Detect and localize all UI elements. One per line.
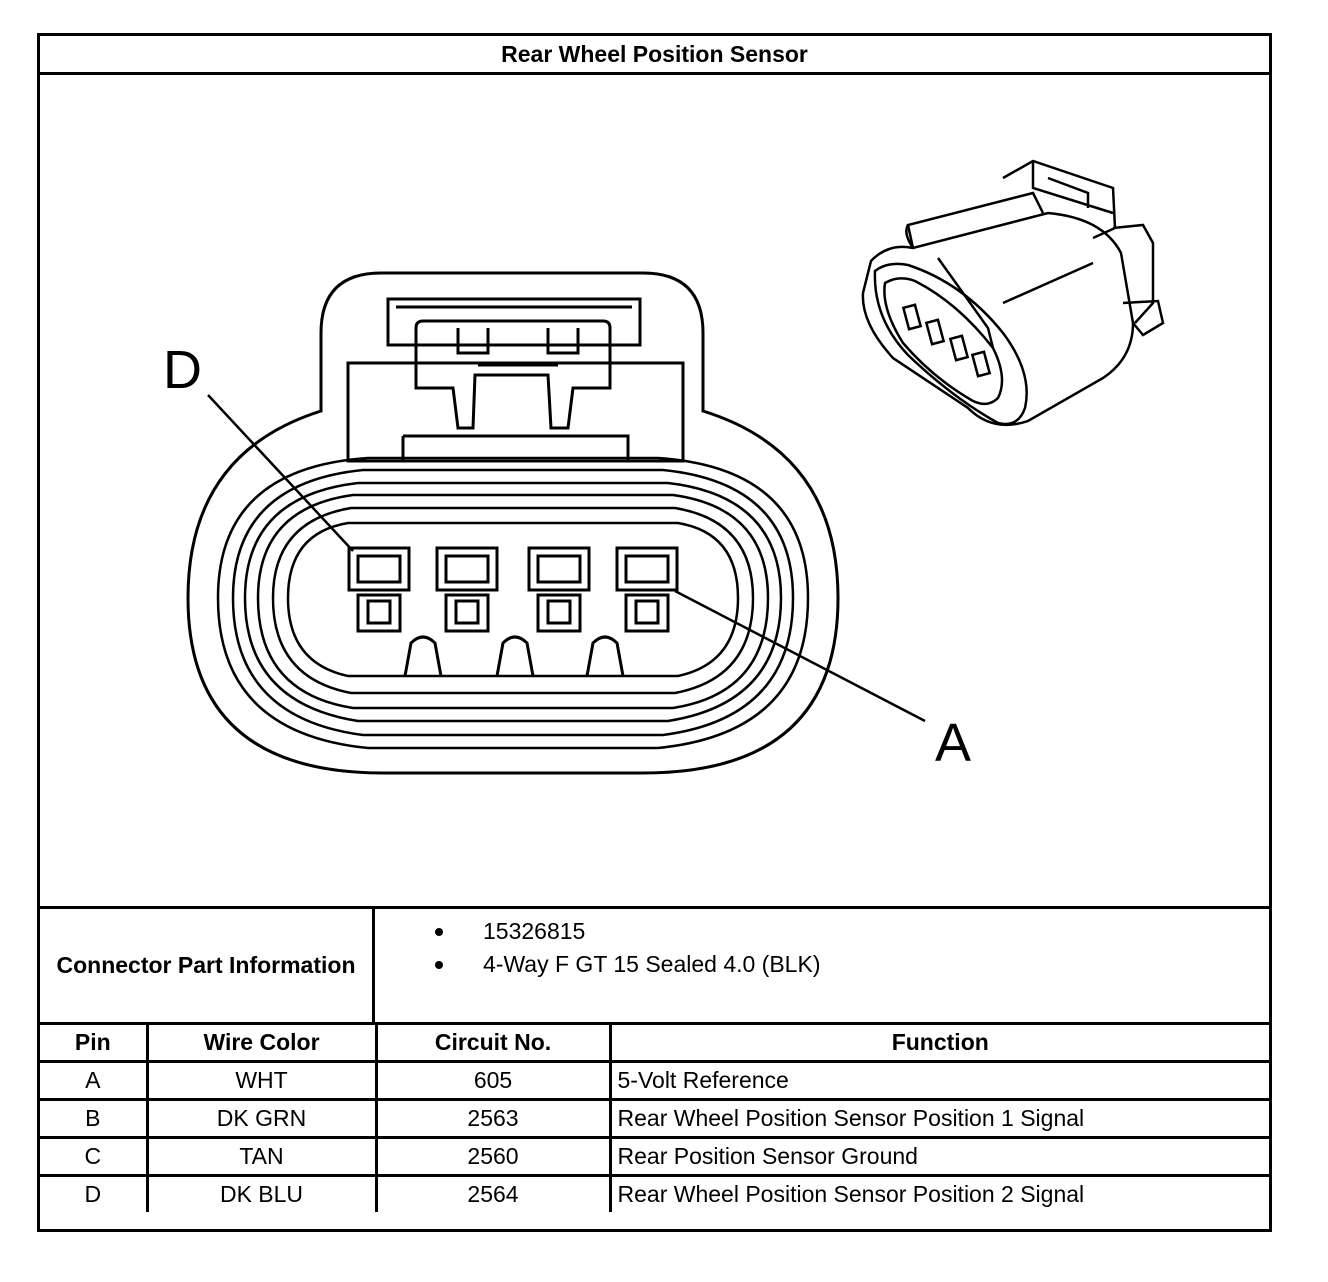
cell-pin: C [40, 1136, 149, 1177]
table-row: A WHT 605 5-Volt Reference [40, 1060, 1269, 1101]
cell-function: Rear Wheel Position Sensor Position 1 Si… [608, 1098, 1269, 1139]
housing-outline [186, 271, 840, 775]
cell-wire-color: DK BLU [145, 1174, 378, 1212]
connector-part-info-label: Connector Part Information [40, 909, 375, 1022]
pin-cavity-c [435, 546, 499, 633]
key-3 [585, 635, 625, 677]
connector-description: 4-Way F GT 15 Sealed 4.0 (BLK) [483, 951, 821, 977]
connector-part-info-list: 15326815 4-Way F GT 15 Sealed 4.0 (BLK) [375, 909, 1269, 1022]
pin-table: Pin Wire Color Circuit No. Function A WH… [40, 1025, 1269, 1212]
cell-wire-color: DK GRN [145, 1098, 378, 1139]
bullet-icon [435, 961, 443, 969]
table-row: B DK GRN 2563 Rear Wheel Position Sensor… [40, 1098, 1269, 1139]
connector-3d-illustration [861, 159, 1165, 427]
table-row: D DK BLU 2564 Rear Wheel Position Sensor… [40, 1174, 1269, 1212]
cell-pin: B [40, 1098, 149, 1139]
cell-circuit-no: 2563 [374, 1098, 612, 1139]
part-number: 15326815 [483, 918, 586, 944]
cell-function: Rear Wheel Position Sensor Position 2 Si… [608, 1174, 1269, 1212]
key-1 [403, 635, 443, 677]
table-row: C TAN 2560 Rear Position Sensor Ground [40, 1136, 1269, 1177]
connector-diagram: D A [40, 75, 1269, 906]
callout-label-a: A [935, 713, 971, 773]
cell-function: Rear Position Sensor Ground [608, 1136, 1269, 1177]
latch [386, 297, 642, 347]
callout-line-d [207, 394, 354, 552]
header-pin: Pin [40, 1025, 149, 1063]
cell-wire-color: WHT [145, 1060, 378, 1101]
header-wire-color: Wire Color [145, 1025, 378, 1063]
header-function: Function [608, 1025, 1269, 1063]
list-item: 15326815 [375, 915, 1269, 948]
callout-line-a [674, 589, 926, 723]
table-header-row: Pin Wire Color Circuit No. Function [40, 1025, 1269, 1063]
connector-part-info: Connector Part Information 15326815 4-Wa… [40, 906, 1269, 1025]
cell-function: 5-Volt Reference [608, 1060, 1269, 1101]
connector-face-drawing: D A [163, 159, 1165, 775]
pin-cavity-d [347, 546, 411, 633]
page-title: Rear Wheel Position Sensor [40, 36, 1269, 75]
cell-circuit-no: 605 [374, 1060, 612, 1101]
bullet-icon [435, 928, 443, 936]
pin-cavity-b [527, 546, 591, 633]
callout-label-d: D [163, 340, 202, 400]
connector-frame: Rear Wheel Position Sensor [37, 33, 1272, 1232]
cell-pin: A [40, 1060, 149, 1101]
seal-ring-1 [216, 456, 810, 750]
cell-wire-color: TAN [145, 1136, 378, 1177]
list-item: 4-Way F GT 15 Sealed 4.0 (BLK) [375, 948, 1269, 981]
cell-circuit-no: 2560 [374, 1136, 612, 1177]
header-circuit-no: Circuit No. [374, 1025, 612, 1063]
key-2 [495, 635, 535, 677]
pin-cavity-a [615, 546, 679, 633]
cell-circuit-no: 2564 [374, 1174, 612, 1212]
cell-pin: D [40, 1174, 149, 1212]
